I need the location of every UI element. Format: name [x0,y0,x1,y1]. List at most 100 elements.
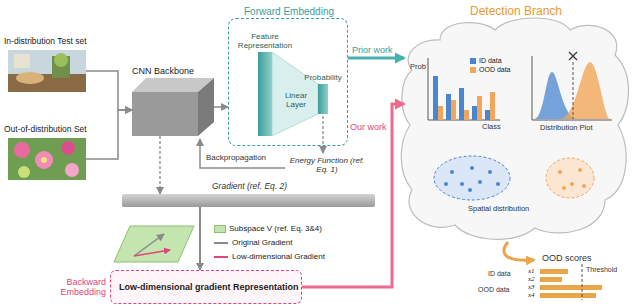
ood-points [558,168,586,190]
cube-front [132,92,198,136]
score-bar [540,277,562,282]
point [496,182,500,186]
plane [114,226,194,262]
ood-bar [490,92,495,120]
sample-label: x2 [528,275,535,283]
threshold-label: Threshold [586,266,617,274]
spatial-scatter [434,156,594,200]
connector [348,57,404,60]
score-bar [540,285,602,290]
id-bar [433,76,438,120]
image-box: Out-of-distribution Set [8,138,86,180]
connector [159,136,160,194]
connector [86,110,132,159]
group-label: ID data [488,270,511,278]
legend-text: Low-dimensional Gradient [232,252,325,261]
point [578,168,582,172]
photo-ground [8,138,86,180]
legend-entry: ID data [470,57,502,65]
ood-cluster [546,158,594,198]
process-label: Backpropagation [206,153,266,162]
threshold-mark [569,52,577,60]
legend-line-sample [214,240,228,246]
ood-bar [438,106,443,120]
point [470,166,474,170]
group-label: OOD data [478,286,510,294]
ood-image [8,138,86,180]
legend-text: Original Gradient [232,238,292,247]
ood-curve [560,62,610,119]
point [562,186,566,190]
legend-text: Subspace V (ref. Eq. 3&4) [229,224,322,233]
node-heading: Probability [301,73,345,82]
photo-flower [61,141,75,155]
ood-bar [464,110,469,120]
id-cluster [434,156,510,200]
photo-flower [14,142,30,158]
legend-entry: Low-dimensional Gradient [214,252,325,261]
layer-label: Linear Layer [275,91,317,109]
projected-gradient [134,250,170,256]
ood-bar [451,100,456,120]
sample-label: x3 [528,283,535,291]
node-heading: Detection Branch [404,5,628,19]
point [468,188,472,192]
id-points [444,166,500,192]
legend-text: OOD data [479,66,511,74]
score-bars [540,269,602,298]
id-bar [446,94,451,120]
point [570,182,574,186]
photo-flower [35,151,53,169]
node-heading: Forward Embedding [229,6,349,18]
sample-label: x1 [528,267,535,275]
section-label: OOD scores [542,253,592,263]
node-heading: Gradient (ref. Eq. 2) [212,182,287,192]
legend-swatch [214,225,226,233]
edge-label: Prior work [352,45,393,55]
point [478,180,482,184]
photo-flower [65,163,79,177]
score-bar [540,269,568,274]
threshold-line [582,264,583,300]
photo-window [14,54,30,68]
legend-swatch [470,58,476,64]
edge-label: Our work [350,122,387,132]
id-image [8,50,86,92]
embedding-box: Forward EmbeddingFeature RepresentationP… [228,18,348,146]
backprop-arrow [200,139,285,168]
photo-flower-center [41,157,47,163]
node-heading: CNN Backbone [132,66,194,76]
connector [199,207,201,270]
photo-ground [8,50,86,92]
chart-axes [532,56,612,120]
linear-layer [272,52,318,136]
distribution-plot [532,52,612,120]
cnn-cube-box: CNN Backbone [132,78,214,136]
chart-label: Spatial distribution [468,205,529,214]
legend-line-sample [214,254,228,260]
legend-entry: Subspace V (ref. Eq. 3&4) [214,224,322,233]
node-heading: Out-of-distribution Set [4,125,87,135]
threshold-line [573,62,574,119]
embedding-box: Backward EmbeddingLow-dimensional gradie… [110,270,302,304]
photo-leaf [54,53,68,67]
point [488,170,492,174]
point [460,182,464,186]
chart-label: Distribution Plot [540,124,593,133]
legend-swatch [470,67,476,73]
point [582,184,586,188]
connector [86,71,132,110]
image-box: In-distribution Test set [8,50,86,92]
legend-entry: OOD data [470,66,511,74]
cnn-cube [132,78,214,136]
node-heading: Feature Representation [233,32,297,50]
detection-cloud [401,18,628,239]
score-arrow [504,242,534,260]
id-bar [485,110,490,120]
original-gradient [134,234,164,256]
id-bar [472,106,477,120]
node-heading: In-distribution Test set [4,37,87,47]
cube-side [198,78,214,136]
sample-label: x4 [528,291,535,299]
